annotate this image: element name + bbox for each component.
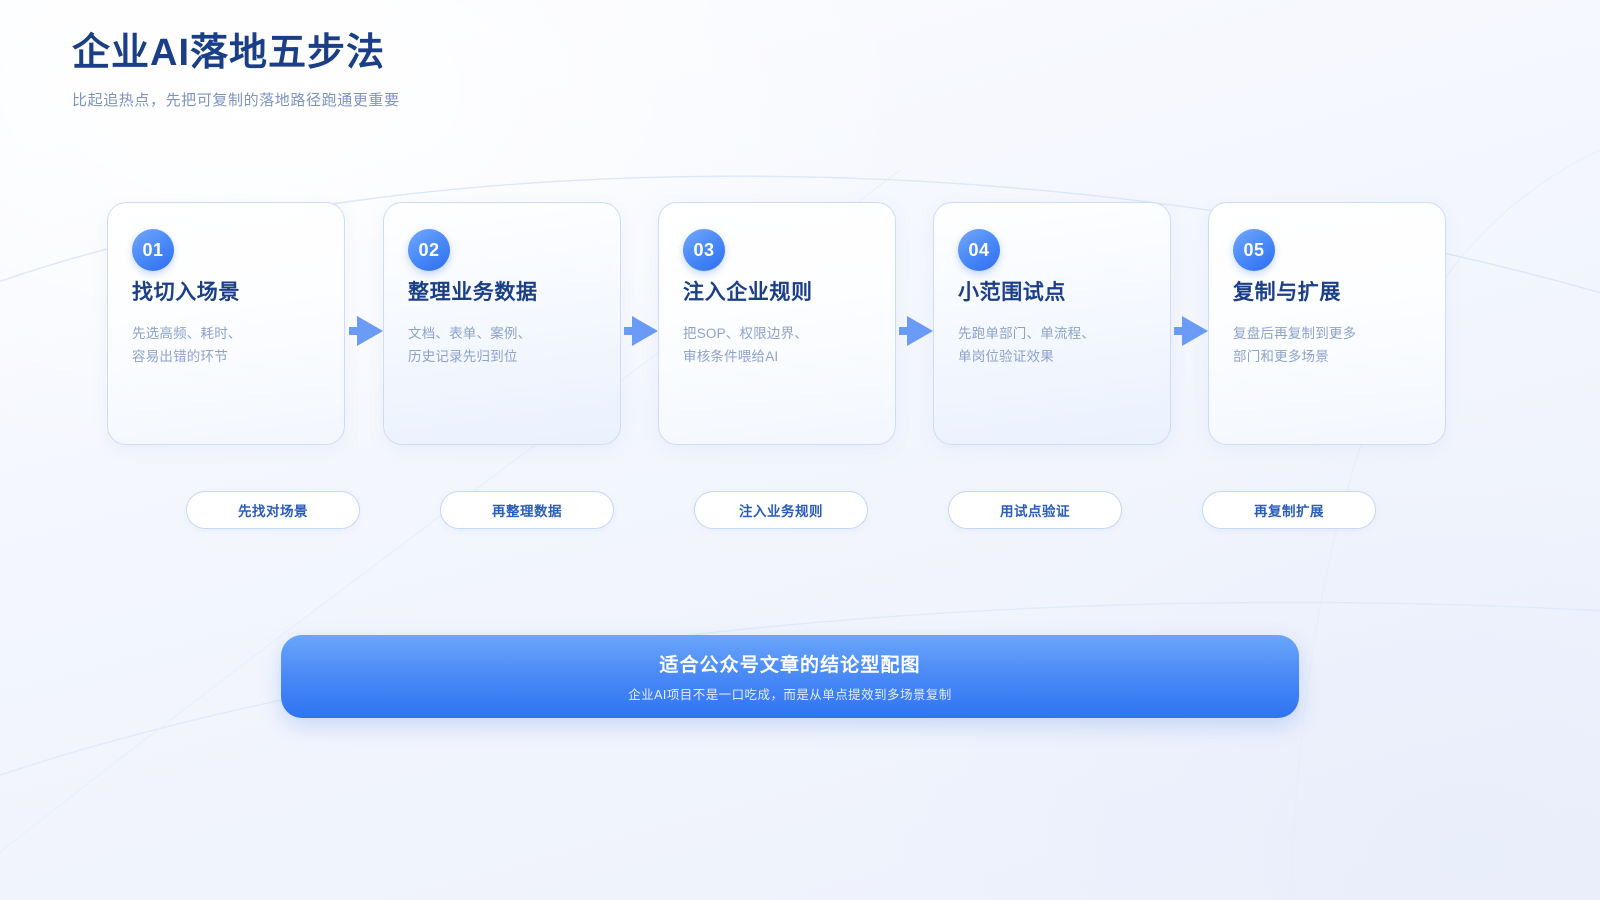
page-subtitle: 比起追热点，先把可复制的落地路径跑通更重要: [72, 91, 400, 109]
conclusion-banner[interactable]: 适合公众号文章的结论型配图 企业AI项目不是一口吃成，而是从单点提效到多场景复制: [281, 635, 1299, 718]
step-card-2[interactable]: 02 整理业务数据 文档、表单、案例、 历史记录先归到位: [383, 202, 621, 445]
arrow-head: [632, 316, 658, 346]
pill-row: 先找对场景 再整理数据 注入业务规则 用试点验证 再复制扩展: [0, 491, 1600, 529]
steps-row: 01 找切入场景 先选高频、耗时、 容易出错的环节 02 整理业务数据 文档、表…: [0, 202, 1600, 450]
arrow-head: [907, 316, 933, 346]
step-desc-3: 把SOP、权限边界、 审核条件喂给AI: [683, 326, 809, 365]
pill-step-1[interactable]: 先找对场景: [186, 491, 360, 529]
step-card-1[interactable]: 01 找切入场景 先选高频、耗时、 容易出错的环节: [107, 202, 345, 445]
arrow-tail: [899, 327, 909, 335]
arrow-right-icon-3: [899, 316, 941, 346]
step-title-5: 复制与扩展: [1233, 281, 1341, 304]
arrow-right-icon-2: [624, 316, 666, 346]
arrow-right-icon-1: [349, 316, 391, 346]
banner-title: 适合公众号文章的结论型配图: [659, 655, 921, 676]
step-cell-3: 03 注入企业规则 把SOP、权限边界、 审核条件喂给AI: [658, 202, 896, 445]
arrow-right-icon-4: [1174, 316, 1216, 346]
pill-step-3[interactable]: 注入业务规则: [694, 491, 868, 529]
banner-subtitle: 企业AI项目不是一口吃成，而是从单点提效到多场景复制: [628, 688, 952, 702]
step-desc-1: 先选高频、耗时、 容易出错的环节: [132, 326, 242, 365]
step-title-1: 找切入场景: [132, 281, 240, 304]
arrow-head: [357, 316, 383, 346]
step-desc-2: 文档、表单、案例、 历史记录先归到位: [408, 326, 532, 365]
step-badge-3: 03: [683, 229, 725, 271]
step-cell-2: 02 整理业务数据 文档、表单、案例、 历史记录先归到位: [383, 202, 621, 445]
step-badge-2: 02: [408, 229, 450, 271]
step-badge-5: 05: [1233, 229, 1275, 271]
arrow-tail: [349, 327, 359, 335]
step-card-5[interactable]: 05 复制与扩展 复盘后再复制到更多 部门和更多场景: [1208, 202, 1446, 445]
step-title-2: 整理业务数据: [408, 281, 538, 304]
page-header: 企业AI落地五步法 比起追热点，先把可复制的落地路径跑通更重要: [72, 30, 400, 110]
step-cell-4: 04 小范围试点 先跑单部门、单流程、 单岗位验证效果: [933, 202, 1171, 445]
pill-step-2[interactable]: 再整理数据: [440, 491, 614, 529]
step-badge-4: 04: [958, 229, 1000, 271]
page-title: 企业AI落地五步法: [72, 32, 386, 74]
step-desc-5: 复盘后再复制到更多 部门和更多场景: [1233, 326, 1357, 365]
step-desc-4: 先跑单部门、单流程、 单岗位验证效果: [958, 326, 1095, 365]
step-card-4[interactable]: 04 小范围试点 先跑单部门、单流程、 单岗位验证效果: [933, 202, 1171, 445]
pill-step-4[interactable]: 用试点验证: [948, 491, 1122, 529]
step-card-3[interactable]: 03 注入企业规则 把SOP、权限边界、 审核条件喂给AI: [658, 202, 896, 445]
arrow-head: [1182, 316, 1208, 346]
pill-step-5[interactable]: 再复制扩展: [1202, 491, 1376, 529]
step-cell-5: 05 复制与扩展 复盘后再复制到更多 部门和更多场景: [1208, 202, 1446, 445]
step-cell-1: 01 找切入场景 先选高频、耗时、 容易出错的环节: [107, 202, 345, 445]
step-title-4: 小范围试点: [958, 281, 1066, 304]
step-title-3: 注入企业规则: [683, 281, 813, 304]
step-badge-1: 01: [132, 229, 174, 271]
arrow-tail: [624, 327, 634, 335]
arrow-tail: [1174, 327, 1184, 335]
